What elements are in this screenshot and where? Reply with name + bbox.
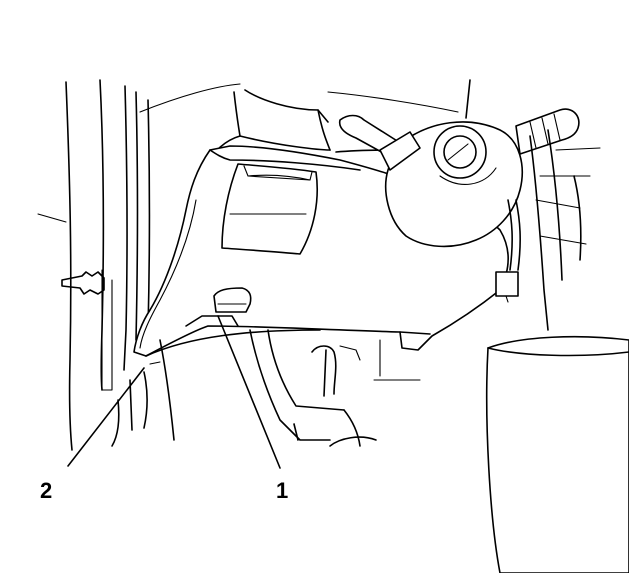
door-pillar-linework <box>37 79 151 451</box>
door-fastener <box>61 271 105 295</box>
leader-line-2 <box>67 367 145 467</box>
stalk-left <box>338 114 421 171</box>
leader-line-1 <box>217 315 281 469</box>
wiring-harness <box>495 199 521 303</box>
cover-recess-pocket <box>221 163 319 255</box>
callout-2-label: 2 <box>40 478 52 503</box>
callout-leaders <box>67 315 281 469</box>
dash-panel-upper <box>139 83 459 169</box>
lower-right-round-object <box>485 335 629 573</box>
cover-release-tab <box>185 287 252 327</box>
brake-pedal-assembly <box>249 329 421 447</box>
lower-left-trim <box>111 339 175 447</box>
ignition-cylinder-shroud <box>384 121 523 248</box>
dash-right-linework <box>529 129 601 331</box>
stalk-right <box>465 79 580 155</box>
callout-1-label: 1 <box>276 478 288 503</box>
